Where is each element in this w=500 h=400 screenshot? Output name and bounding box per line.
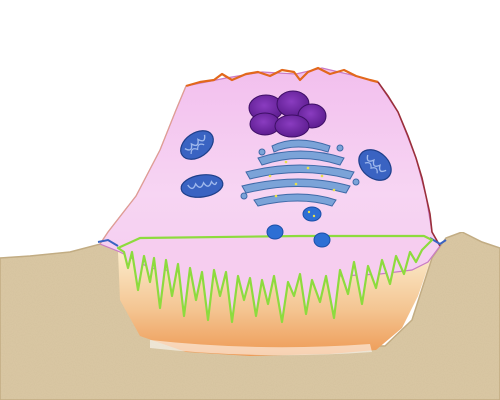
golgi-dots xyxy=(268,160,336,198)
sealing-zone-left xyxy=(97,238,119,247)
vesicle-dots xyxy=(307,210,316,218)
resorption-bottom xyxy=(150,340,372,356)
apical-membrane xyxy=(185,66,379,88)
left-membrane xyxy=(99,85,187,245)
sealing-zone-right xyxy=(429,237,447,246)
ruffled-border xyxy=(116,234,434,324)
mitochondrion-icon xyxy=(180,130,392,198)
golgi-apparatus-icon xyxy=(240,139,360,207)
vesicle-icon xyxy=(266,206,331,248)
nucleus-icon xyxy=(248,90,327,138)
lateral-membrane xyxy=(377,81,441,247)
